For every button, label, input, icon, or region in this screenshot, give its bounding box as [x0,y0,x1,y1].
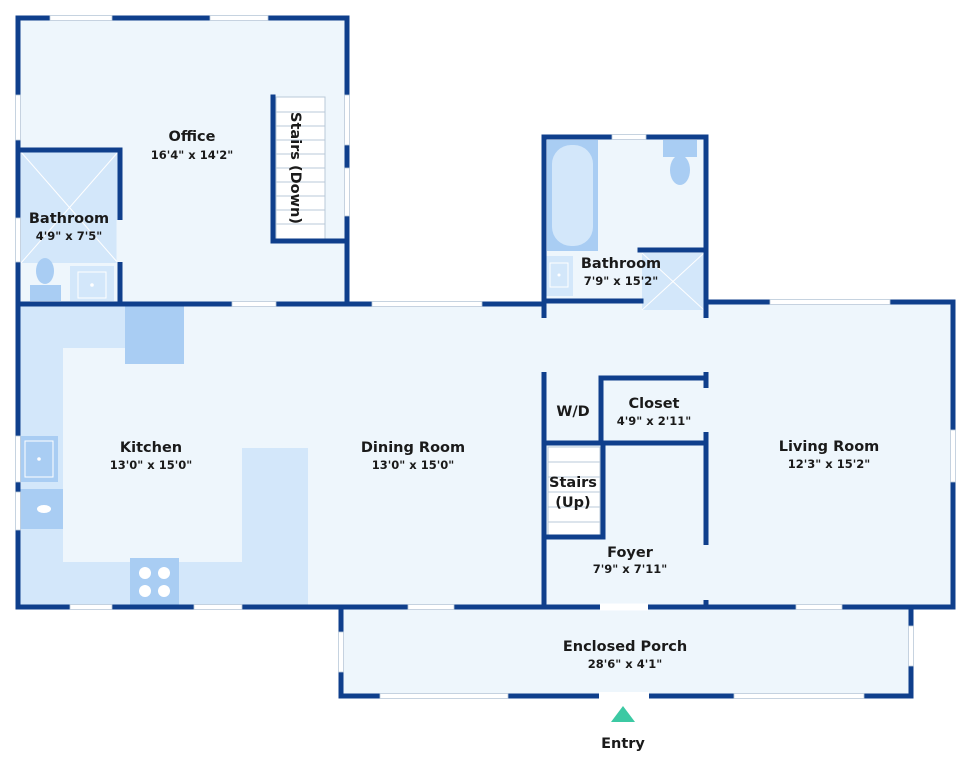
windows [15,15,956,699]
left-bath-sink-basin [77,271,107,299]
porch-floor [341,607,911,696]
window [950,429,956,483]
window [338,631,344,673]
kitchen-sink-basin [24,440,54,478]
stove-burners [139,567,170,597]
right-toilet-tank [663,140,697,157]
left-bath-sink-drain [90,283,94,287]
bathroom-left-dims: 4'9" x 7'5" [36,229,102,243]
window [379,693,509,699]
doors [599,603,649,700]
burner [158,585,170,597]
window [908,625,914,667]
refrigerator [125,306,184,364]
window [69,604,113,610]
closet-name: Closet [629,396,680,412]
window [371,301,483,307]
entry-arrow-icon [611,706,635,722]
left-toilet-tank [30,285,61,301]
closet-dims: 4'9" x 2'11" [617,414,691,428]
stairs-up-graphic [547,446,601,538]
office-outer-wall [15,15,350,307]
stair-treads [276,111,325,225]
window [15,94,21,141]
right-bath-sink-drain [557,273,561,277]
entry-label: Entry [601,736,645,752]
stairs-up-line1: Stairs [549,475,597,491]
porch-door [600,603,648,611]
stairs-up-line2: (Up) [555,495,590,511]
window [209,15,269,21]
window [733,693,865,699]
window [15,491,21,531]
stairs-down-walls [270,94,350,244]
openings [116,220,710,600]
living-floor [706,302,953,607]
stair-treads [548,461,600,523]
kitchen-dims: 13'0" x 15'0" [110,458,192,472]
window [344,94,350,146]
window [49,15,113,21]
burner [158,567,170,579]
dishwasher-mark [37,505,51,513]
window [407,604,455,610]
office-dims: 16'4" x 14'2" [151,148,233,162]
window [15,435,21,483]
foyer-dims: 7'9" x 7'11" [593,562,667,576]
entry-door [599,692,649,700]
right-bath-sink-basin [549,262,569,288]
office-name: Office [169,129,216,145]
right-bath-fixtures [546,140,705,311]
porch-dims: 28'6" x 4'1" [588,657,662,671]
foyer-name: Foyer [607,545,654,561]
stove [130,558,179,605]
wd-label: W/D [556,404,589,420]
bathroom-right-name: Bathroom [581,256,661,272]
dining-dims: 13'0" x 15'0" [372,458,454,472]
dining-name: Dining Room [361,440,465,456]
kitchen-sink-drain [37,457,41,461]
living-dims: 12'3" x 15'2" [788,457,870,471]
burner [139,567,151,579]
window [193,604,243,610]
bathroom-right-dims: 7'9" x 15'2" [584,274,658,288]
window [769,299,891,305]
window [611,134,647,140]
stairs-up-wall [545,440,606,540]
burner [139,585,151,597]
window [231,301,277,307]
left-bath-fixtures [20,151,119,301]
bathtub-inner [552,145,593,246]
right-toilet-bowl [670,155,690,185]
living-name: Living Room [779,439,880,455]
window [344,167,350,217]
bathroom-left-name: Bathroom [29,211,109,227]
kitchen-counter [20,306,308,605]
kitchen-name: Kitchen [120,440,182,456]
shower-x [641,252,705,311]
room-labels: Office 16'4" x 14'2" Stairs (Down) Bathr… [29,112,879,671]
stairs-down-graphic [275,96,326,240]
window [15,217,21,263]
porch-name: Enclosed Porch [563,639,687,655]
left-toilet-bowl [36,258,54,284]
shower-x [20,151,119,264]
window [795,604,843,610]
kitchen-fixtures [20,306,308,605]
stairs-down-label: Stairs (Down) [287,112,303,224]
